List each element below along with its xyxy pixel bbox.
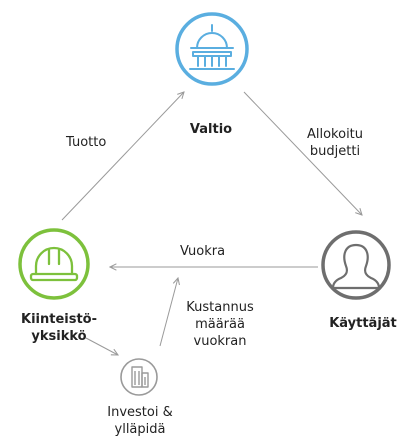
property-unit-label-line1: Kiinteistö- (20, 312, 98, 327)
arrow-state-to-users (243, 91, 362, 215)
users-label: Käyttäjät (329, 316, 397, 331)
arrow-property-to-investment (85, 337, 118, 355)
users-node (321, 230, 391, 300)
property-unit-node (18, 228, 90, 300)
edge-label-rent: Vuokra (180, 244, 226, 259)
investment-node (120, 358, 158, 396)
investment-label-line2: ylläpidä (114, 422, 166, 437)
state-node (175, 12, 249, 86)
hard-hat-icon (29, 246, 79, 282)
edge-label-cost-line1: Kustannus (186, 300, 254, 315)
edge-label-profit: Tuotto (66, 135, 107, 150)
building-icon (131, 366, 149, 388)
edge-label-cost-line3: vuokran (193, 334, 247, 349)
edge-label-allocated-budget-line2: budjetti (309, 144, 361, 159)
state-label: Valtio (189, 122, 233, 137)
investment-label-line1: Investoi & (107, 405, 173, 420)
capitol-dome-icon (189, 24, 235, 70)
property-unit-label-line2: yksikkö (31, 329, 87, 344)
arrow-property-to-state (61, 92, 184, 221)
person-icon (331, 243, 381, 290)
edge-label-allocated-budget-line1: Allokoitu (306, 127, 364, 142)
arrow-investment-to-property (159, 278, 178, 347)
edge-label-cost-line2: määrää (195, 317, 245, 332)
